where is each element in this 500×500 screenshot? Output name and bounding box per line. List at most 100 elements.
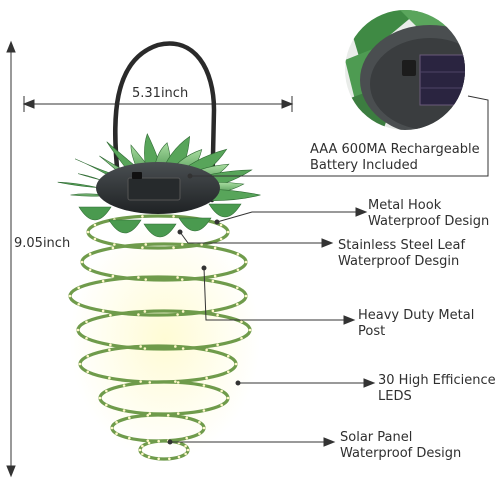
led-dot	[172, 246, 175, 249]
callout-post-line-2: Post	[358, 324, 386, 339]
led-dot	[226, 370, 230, 374]
led-dot	[236, 268, 240, 272]
led-dot	[211, 279, 215, 283]
led-glow	[70, 220, 260, 460]
led-dot	[168, 457, 171, 461]
led-dot	[216, 313, 219, 317]
led-dot	[185, 416, 188, 420]
led-dot	[137, 276, 140, 279]
leaf	[208, 203, 242, 218]
solar-panel	[127, 177, 181, 201]
led-dot	[148, 381, 152, 384]
led-dot	[172, 215, 175, 218]
led-dot	[143, 310, 147, 313]
led-dot	[122, 409, 126, 412]
led-dot	[176, 313, 179, 316]
led-dot	[93, 237, 97, 241]
callout-leds: 30 High Efficience LEDS	[378, 373, 496, 405]
led-dot	[144, 243, 148, 246]
led-dot	[109, 313, 112, 317]
led-dot	[213, 274, 217, 278]
led-dot	[166, 414, 170, 417]
switch	[132, 172, 142, 179]
callout-hook: Metal Hook Waterproof Design	[368, 198, 489, 230]
led-dot	[141, 452, 144, 456]
callout-lines	[167, 95, 489, 447]
callout-solar-line-1: Solar Panel	[340, 430, 413, 445]
led-dot	[146, 439, 150, 442]
led-dot	[76, 328, 80, 332]
callout-leaf-line-2: Waterproof Desgin	[338, 254, 460, 269]
callout-battery: AAA 600MA Rechargeable Battery Included	[310, 142, 480, 174]
led-dot	[244, 260, 248, 264]
led-dot	[219, 223, 223, 227]
led-dot	[144, 278, 148, 281]
led-dot	[111, 246, 115, 250]
callout-hook-line-1: Metal Hook	[368, 198, 442, 213]
led-dot	[115, 421, 118, 424]
led-dot	[219, 237, 223, 241]
leaf	[108, 219, 142, 234]
callout-post-line-1: Heavy Duty Metal	[358, 308, 475, 323]
led-dot	[137, 313, 140, 316]
led-dot	[88, 252, 92, 256]
led-dot	[86, 230, 90, 234]
led-dot	[240, 320, 243, 324]
led-dot	[139, 380, 142, 383]
led-dot	[185, 436, 188, 440]
led-dot	[236, 252, 240, 256]
callout-leds-line-2: LEDS	[378, 389, 412, 404]
led-dot	[235, 286, 239, 290]
led-dot	[226, 230, 230, 234]
led-dot	[174, 345, 177, 348]
led-dot	[111, 274, 115, 278]
led-dot	[248, 328, 252, 332]
led-dot	[198, 421, 201, 424]
led-dot	[200, 243, 203, 246]
led-dot	[128, 436, 131, 440]
led-dot	[202, 426, 206, 430]
led-dot	[128, 416, 131, 420]
led-dot	[101, 309, 105, 313]
led-dot	[181, 347, 185, 350]
led-dot	[220, 389, 223, 393]
led-dot	[216, 343, 219, 347]
callout-hook-line-2: Waterproof Design	[368, 214, 490, 229]
led-dot	[108, 376, 111, 380]
led-dot	[157, 457, 160, 461]
led-dot	[105, 403, 108, 407]
led-dot	[85, 320, 88, 324]
led-dot	[235, 302, 239, 306]
callout-leaf-line-1: Stainless Steel Leaf	[338, 238, 466, 253]
led-dot	[88, 268, 92, 272]
led-dot	[138, 448, 142, 452]
width-dimension-label: 5.31inch	[132, 86, 189, 101]
led-dot	[85, 336, 88, 340]
led-dot	[141, 444, 144, 448]
led-dot	[244, 294, 248, 298]
led-dot	[86, 354, 90, 358]
led-dot	[205, 376, 208, 380]
led-dot	[205, 348, 208, 352]
led-dot	[213, 246, 217, 250]
led-dot	[105, 389, 108, 393]
led-dot	[101, 279, 105, 283]
led-dot	[186, 448, 190, 452]
led-dot	[240, 336, 243, 340]
led-dot	[98, 396, 102, 400]
callout-leds-line-1: 30 High Efficience	[378, 373, 496, 388]
led-dot	[143, 347, 147, 350]
led-dot	[109, 343, 112, 347]
led-dot	[122, 384, 126, 387]
led-dot	[141, 246, 144, 249]
led-dot	[146, 414, 150, 417]
led-dot	[139, 345, 142, 348]
led-dot	[147, 455, 151, 459]
led-dot	[78, 362, 82, 366]
leaf	[143, 223, 177, 238]
led-dot	[226, 396, 230, 400]
height-dimension-line	[6, 40, 16, 478]
led-dot	[202, 409, 206, 412]
